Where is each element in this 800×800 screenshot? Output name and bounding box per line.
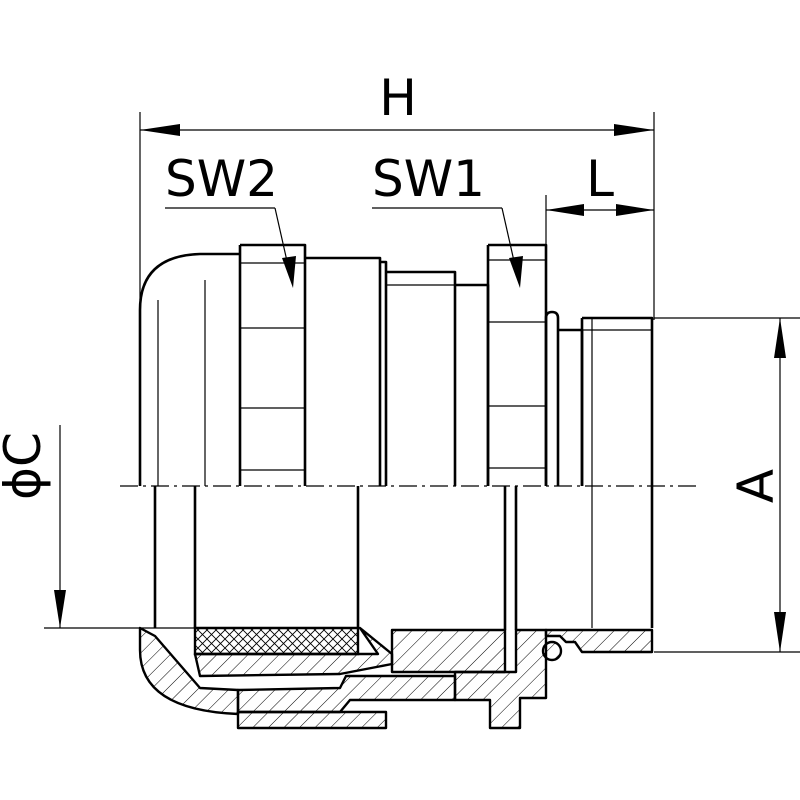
dimension-l <box>545 195 654 250</box>
label-l: L <box>586 150 614 208</box>
leader-lines <box>165 207 523 288</box>
dimension-a <box>654 317 800 653</box>
label-h: H <box>379 69 417 127</box>
dimension-h <box>139 112 655 320</box>
label-sw2: SW2 <box>165 150 278 208</box>
dimension-c <box>44 425 200 629</box>
gland-exterior-upper <box>138 243 654 486</box>
gland-section-lower <box>138 486 654 730</box>
label-c: ϕC <box>0 432 52 500</box>
label-a: A <box>727 469 785 503</box>
label-sw1: SW1 <box>372 150 485 208</box>
